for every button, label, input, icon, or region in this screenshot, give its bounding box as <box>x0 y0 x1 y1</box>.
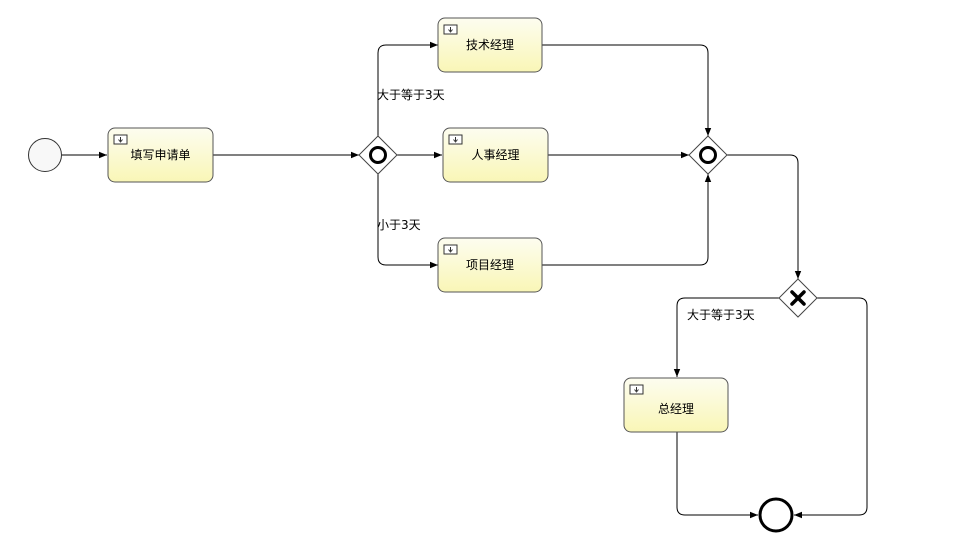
user-task-icon <box>629 384 644 395</box>
task-tech-manager[interactable]: 技术经理 <box>437 17 543 73</box>
task-fill-form[interactable]: 填写申请单 <box>107 127 214 183</box>
flow-exclusive-to-general-manager[interactable] <box>673 297 780 377</box>
task-label: 人事经理 <box>471 148 519 162</box>
gateway-circle-icon <box>699 146 717 164</box>
label-tech-condition: 大于等于3天 <box>377 88 445 102</box>
label-general-condition: 大于等于3天 <box>687 308 755 322</box>
flow-project-manager-to-join[interactable] <box>542 174 712 266</box>
user-task-icon <box>443 244 458 255</box>
parallel-split-gateway[interactable] <box>358 135 398 175</box>
user-task-icon <box>113 134 128 145</box>
join-gateway[interactable] <box>688 135 728 175</box>
start-event[interactable] <box>28 138 62 172</box>
task-general-manager[interactable]: 总经理 <box>623 377 729 433</box>
user-task-icon <box>443 24 458 35</box>
exclusive-gateway[interactable] <box>778 278 818 318</box>
flow-join-to-exclusive-gateway[interactable] <box>727 154 802 279</box>
flow-tech-manager-to-join[interactable] <box>542 44 712 136</box>
user-task-icon <box>448 134 463 145</box>
end-event[interactable] <box>758 497 794 533</box>
flow-split-to-tech-manager[interactable] <box>377 41 438 136</box>
task-label: 填写申请单 <box>130 148 190 162</box>
task-label: 总经理 <box>658 402 694 416</box>
task-hr-manager[interactable]: 人事经理 <box>442 127 549 183</box>
task-label: 项目经理 <box>466 258 514 272</box>
flow-general-manager-to-end[interactable] <box>676 432 758 519</box>
label-project-condition: 小于3天 <box>377 218 421 232</box>
gateway-circle-icon <box>369 146 387 164</box>
task-label: 技术经理 <box>466 38 514 52</box>
task-project-manager[interactable]: 项目经理 <box>437 237 543 293</box>
flow-exclusive-to-end[interactable] <box>794 297 868 519</box>
flow-split-to-project-manager[interactable] <box>377 174 438 269</box>
exclusive-x-icon <box>790 290 806 306</box>
